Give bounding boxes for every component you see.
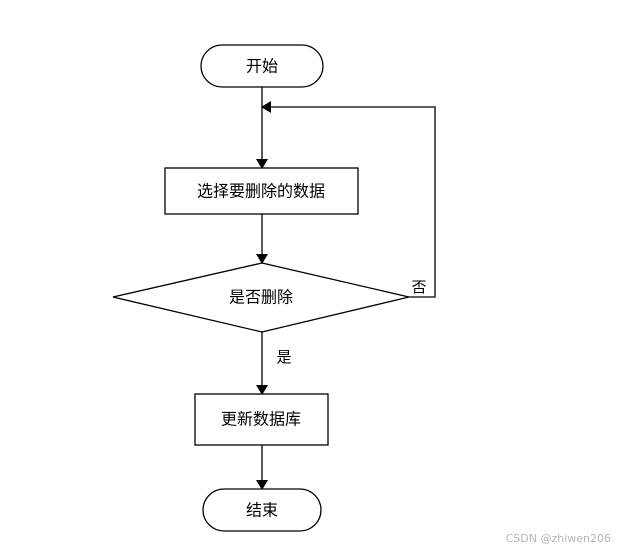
- decision-node: 是否删除: [112, 262, 410, 333]
- update-node: 更新数据库: [194, 393, 329, 446]
- edge-yes-label: 是: [276, 348, 291, 366]
- edge-no-label: 否: [411, 278, 426, 296]
- update-label: 更新数据库: [221, 410, 301, 429]
- select-process-shape: [164, 167, 359, 215]
- select-node: 选择要删除的数据: [164, 167, 359, 215]
- decision-label: 是否删除: [229, 288, 293, 307]
- end-terminal-shape: [202, 488, 322, 532]
- edge-decision-no-loop: [261, 101, 436, 298]
- end-label: 结束: [246, 501, 278, 520]
- end-node: 结束: [202, 488, 322, 532]
- select-label: 选择要删除的数据: [197, 182, 325, 201]
- start-node: 开始: [200, 44, 324, 88]
- csdn-watermark: CSDN @zhiwen206: [505, 532, 611, 545]
- start-label: 开始: [246, 57, 278, 76]
